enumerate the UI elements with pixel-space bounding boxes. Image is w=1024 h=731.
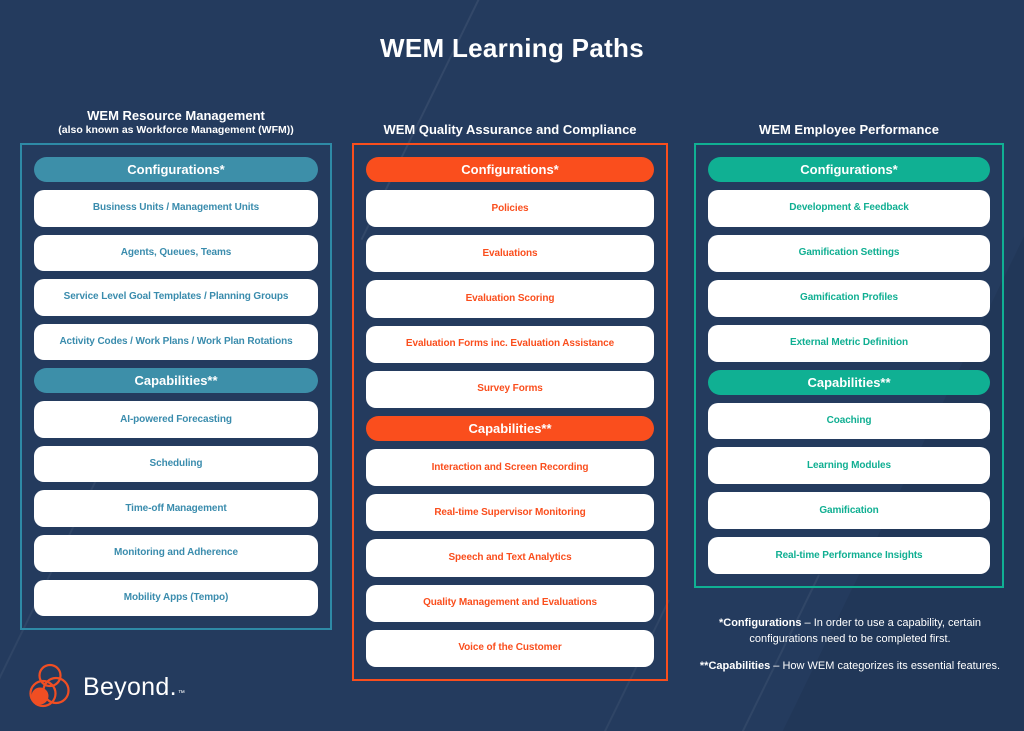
item-pill: Voice of the Customer [366,629,654,668]
item-pill: Agents, Queues, Teams [34,234,318,272]
item-pill: Scheduling [34,445,318,483]
item-pill: Gamification Profiles [708,279,990,317]
section-header-pill: Capabilities** [708,369,990,395]
section-header-pill: Configurations* [34,157,318,182]
item-pill: Monitoring and Adherence [34,534,318,572]
section-header-pill: Configurations* [708,157,990,182]
trademark-symbol: ™ [177,689,186,697]
item-pill: Activity Codes / Work Plans / Work Plan … [34,323,318,361]
column-title: WEM Quality Assurance and Compliance [383,121,637,137]
footnotes: *Configurations – In order to use a capa… [660,616,1024,686]
footnote-configurations-term: *Configurations [718,617,802,629]
item-pill: Time-off Management [34,490,318,527]
footnote-configurations: *Configurations – In order to use a capa… [685,616,1015,648]
section-header-pill: Capabilities** [34,368,318,394]
item-pill: Interaction and Screen Recording [366,449,654,487]
column-title: WEM Resource Management [87,108,265,124]
page-title: WEM Learning Paths [380,33,644,63]
column-heading: WEM Quality Assurance and Compliance [352,98,668,138]
item-pill: External Metric Definition [708,324,990,362]
item-pill: Evaluations [366,235,654,273]
footnote-capabilities-term: **Capabilities [699,659,771,672]
section-header-pill: Configurations* [366,157,654,182]
item-pill: Learning Modules [708,447,990,485]
column-heading: WEM Resource Management(also known as Wo… [20,98,332,138]
item-pill: Survey Forms [366,370,654,409]
column-resource-management: WEM Resource Management(also known as Wo… [20,98,332,630]
item-pill: Business Units / Management Units [34,190,318,227]
item-pill: Speech and Text Analytics [366,539,654,577]
column-title: WEM Employee Performance [759,121,939,137]
beyond-logo-text: Beyond.™ [83,672,186,701]
item-pill: Policies [366,190,654,228]
footnote-capabilities: **Capabilities – How WEM categorizes its… [660,659,1024,675]
column-heading: WEM Employee Performance [694,98,1004,138]
section-header-pill: Capabilities** [366,416,654,442]
item-pill: Coaching [708,402,990,440]
beyond-logo-icon [29,663,70,708]
item-pill: Evaluation Scoring [366,280,654,318]
footnote-capabilities-text: – How WEM categorizes its essential feat… [770,659,1001,672]
item-pill: Quality Management and Evaluations [366,584,654,622]
item-pill: AI-powered Forecasting [34,401,318,438]
item-pill: Real-time Supervisor Monitoring [366,494,654,532]
item-pill: Evaluation Forms inc. Evaluation Assista… [366,325,654,363]
footnote-configurations-text: – In order to use a capability, certain … [749,617,982,645]
item-pill: Gamification [708,492,990,530]
item-pill: Development & Feedback [708,190,990,227]
item-pill: Service Level Goal Templates / Planning … [34,279,318,316]
item-pill: Mobility Apps (Tempo) [34,579,318,617]
column-box-resource-management: Configurations* Business Units / Manageme… [20,143,332,630]
beyond-logo: Beyond.™ [26,662,185,712]
item-pill: Real-time Performance Insights [708,537,990,574]
column-subtitle: (also known as Workforce Management (WFM… [58,124,294,137]
item-pill: Gamification Settings [708,234,990,272]
